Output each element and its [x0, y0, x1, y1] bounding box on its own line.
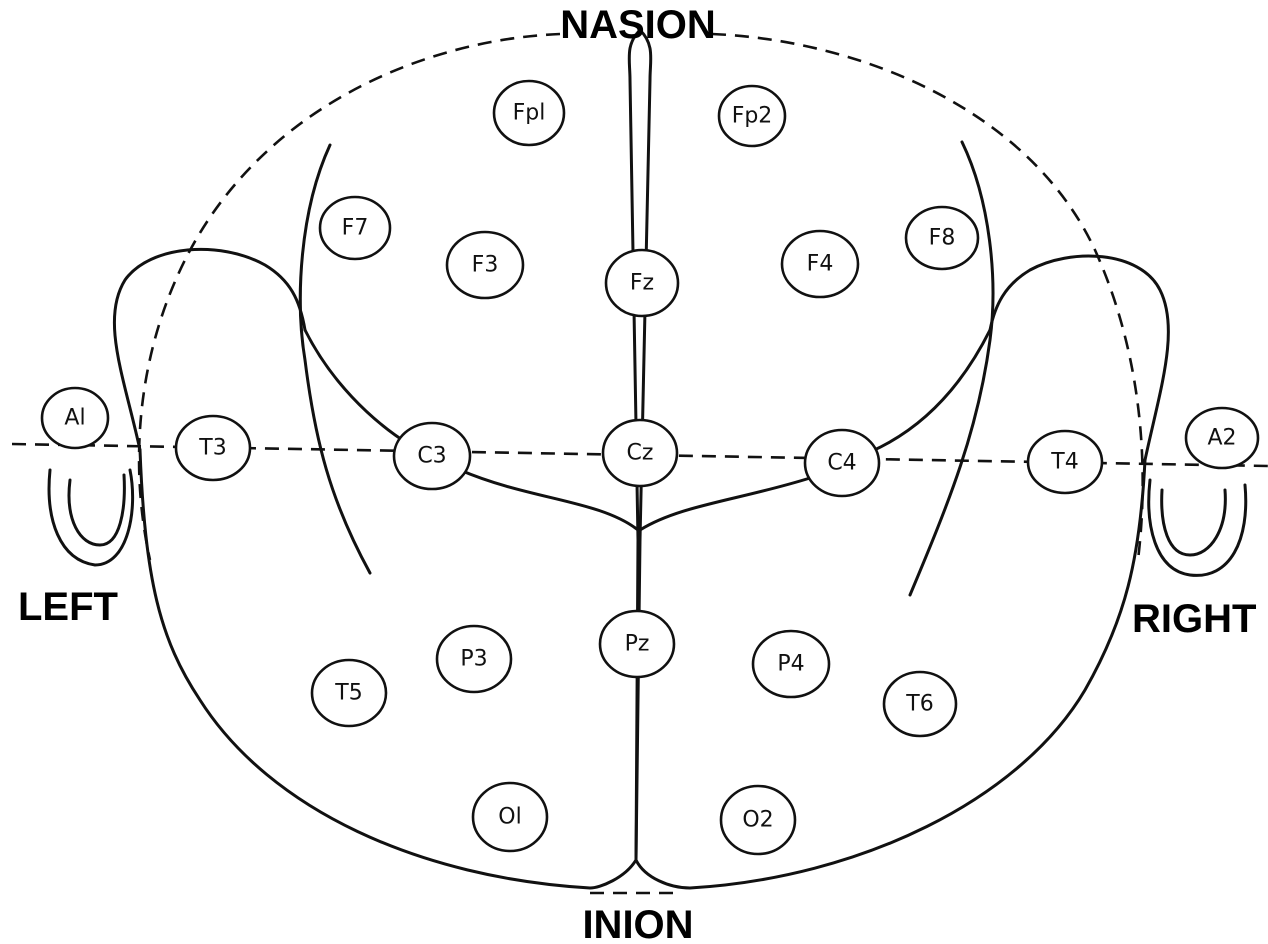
- electrode-label-a1: Al: [64, 406, 85, 431]
- electrode-c3: C3: [394, 423, 470, 489]
- electrode-a1: Al: [42, 388, 108, 448]
- electrode-label-cz: Cz: [627, 441, 654, 466]
- electrode-c4: C4: [805, 430, 879, 496]
- electrode-label-p4: P4: [777, 652, 804, 677]
- left-lower-branch: [460, 470, 638, 530]
- electrode-label-fz: Fz: [630, 271, 654, 296]
- electrode-label-a2: A2: [1207, 426, 1236, 451]
- electrode-label-o2: O2: [742, 808, 773, 833]
- electrode-pz: Pz: [600, 611, 674, 677]
- electrode-o2: O2: [721, 786, 795, 854]
- electrode-p4: P4: [753, 631, 829, 697]
- electrode-f3: F3: [447, 232, 523, 298]
- electrode-label-f4: F4: [807, 252, 834, 277]
- electrode-label-t3: T3: [198, 436, 226, 461]
- electrode-label-p3: P3: [460, 647, 487, 672]
- electrode-label-fp2: Fp2: [732, 104, 773, 129]
- inion-label: INION: [582, 903, 693, 944]
- electrode-p3: P3: [437, 626, 511, 692]
- electrode-t6: T6: [884, 672, 956, 736]
- electrode-label-f3: F3: [472, 253, 499, 278]
- electrode-label-t4: T4: [1050, 450, 1078, 475]
- electrode-label-o1: Ol: [498, 805, 521, 830]
- electrode-label-t5: T5: [334, 681, 362, 706]
- electrode-fp2: Fp2: [719, 86, 785, 146]
- electrode-a2: A2: [1186, 408, 1258, 468]
- electrode-f8: F8: [906, 207, 978, 269]
- electrode-label-f8: F8: [929, 226, 956, 251]
- electrode-t3: T3: [176, 416, 250, 480]
- right-lower-branch: [640, 478, 810, 530]
- right-central-arc: [870, 330, 990, 452]
- electrode-label-c4: C4: [827, 451, 856, 476]
- electrode-t4: T4: [1028, 431, 1102, 493]
- left-central-arc: [305, 330, 410, 445]
- electrode-cz: Cz: [603, 420, 677, 486]
- electrode-label-pz: Pz: [625, 632, 650, 657]
- electrode-fz: Fz: [606, 250, 678, 316]
- electrode-label-fp1: Fpl: [513, 101, 546, 126]
- left-label: LEFT: [18, 585, 118, 629]
- electrode-t5: T5: [312, 660, 386, 726]
- electrode-label-f7: F7: [342, 216, 369, 241]
- right-label: RIGHT: [1132, 597, 1256, 641]
- electrode-label-t6: T6: [905, 692, 933, 717]
- electrode-o1: Ol: [473, 783, 547, 851]
- electrode-f4: F4: [782, 231, 858, 297]
- electrode-f7: F7: [320, 197, 390, 259]
- electrode-label-c3: C3: [417, 444, 446, 469]
- electrode-fp1: Fpl: [494, 81, 564, 145]
- nasion-label: NASION: [560, 3, 716, 47]
